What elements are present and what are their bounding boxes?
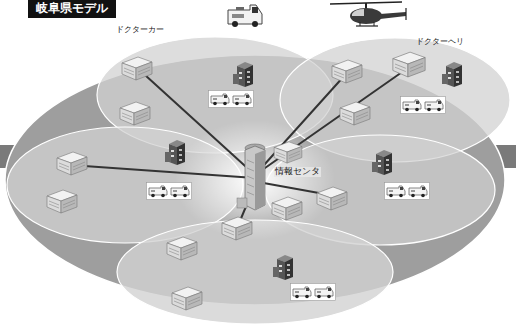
title-box: 岐阜県モデル xyxy=(28,0,116,18)
center-label: 情報センタ xyxy=(274,167,321,177)
vehicle-label: ドクターカー xyxy=(116,26,164,35)
vehicle-label: ドクターヘリ xyxy=(416,38,464,47)
